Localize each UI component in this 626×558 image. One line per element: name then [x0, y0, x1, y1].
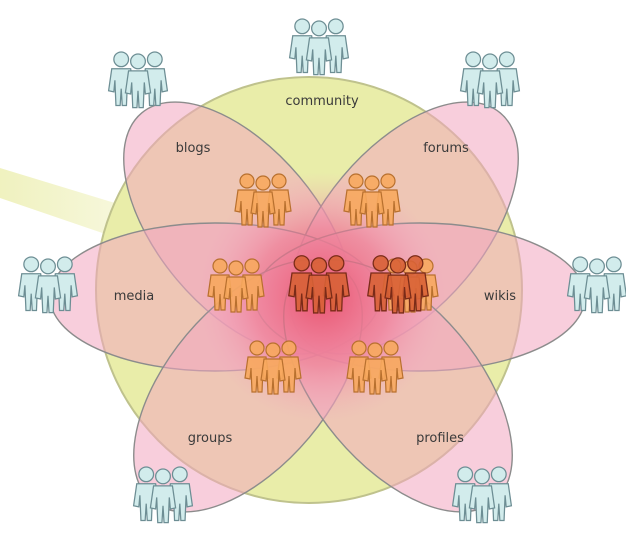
- people-group-icon: [288, 255, 350, 314]
- petal-label-groups: groups: [188, 431, 233, 446]
- person-icon: [305, 20, 333, 76]
- petal-label-wikis: wikis: [484, 289, 516, 304]
- people-group-icon: [207, 258, 265, 313]
- people-group-icon: [459, 51, 521, 109]
- people-group-icon: [346, 340, 404, 395]
- people-group-icon: [288, 18, 350, 76]
- labels-layer: community blogs forums media wikis group…: [114, 94, 517, 446]
- petal-label-forums: forums: [423, 141, 469, 156]
- people-group-icon: [132, 466, 194, 524]
- people-group-icon: [566, 256, 626, 314]
- people-group-icon: [343, 173, 401, 228]
- people-group-icon: [107, 51, 169, 109]
- people-group-icon: [244, 340, 302, 395]
- petal-label-profiles: profiles: [416, 431, 464, 446]
- petal-label-media: media: [114, 289, 155, 304]
- person-icon: [476, 53, 504, 109]
- community-label: community: [285, 94, 359, 109]
- petal-label-blogs: blogs: [176, 141, 211, 156]
- person-icon: [124, 53, 152, 109]
- people-group-icon: [367, 255, 429, 314]
- people-group-icon: [234, 173, 292, 228]
- people-group-icon: [451, 466, 513, 524]
- person-icon: [583, 258, 611, 314]
- people-group-icon: [17, 256, 79, 314]
